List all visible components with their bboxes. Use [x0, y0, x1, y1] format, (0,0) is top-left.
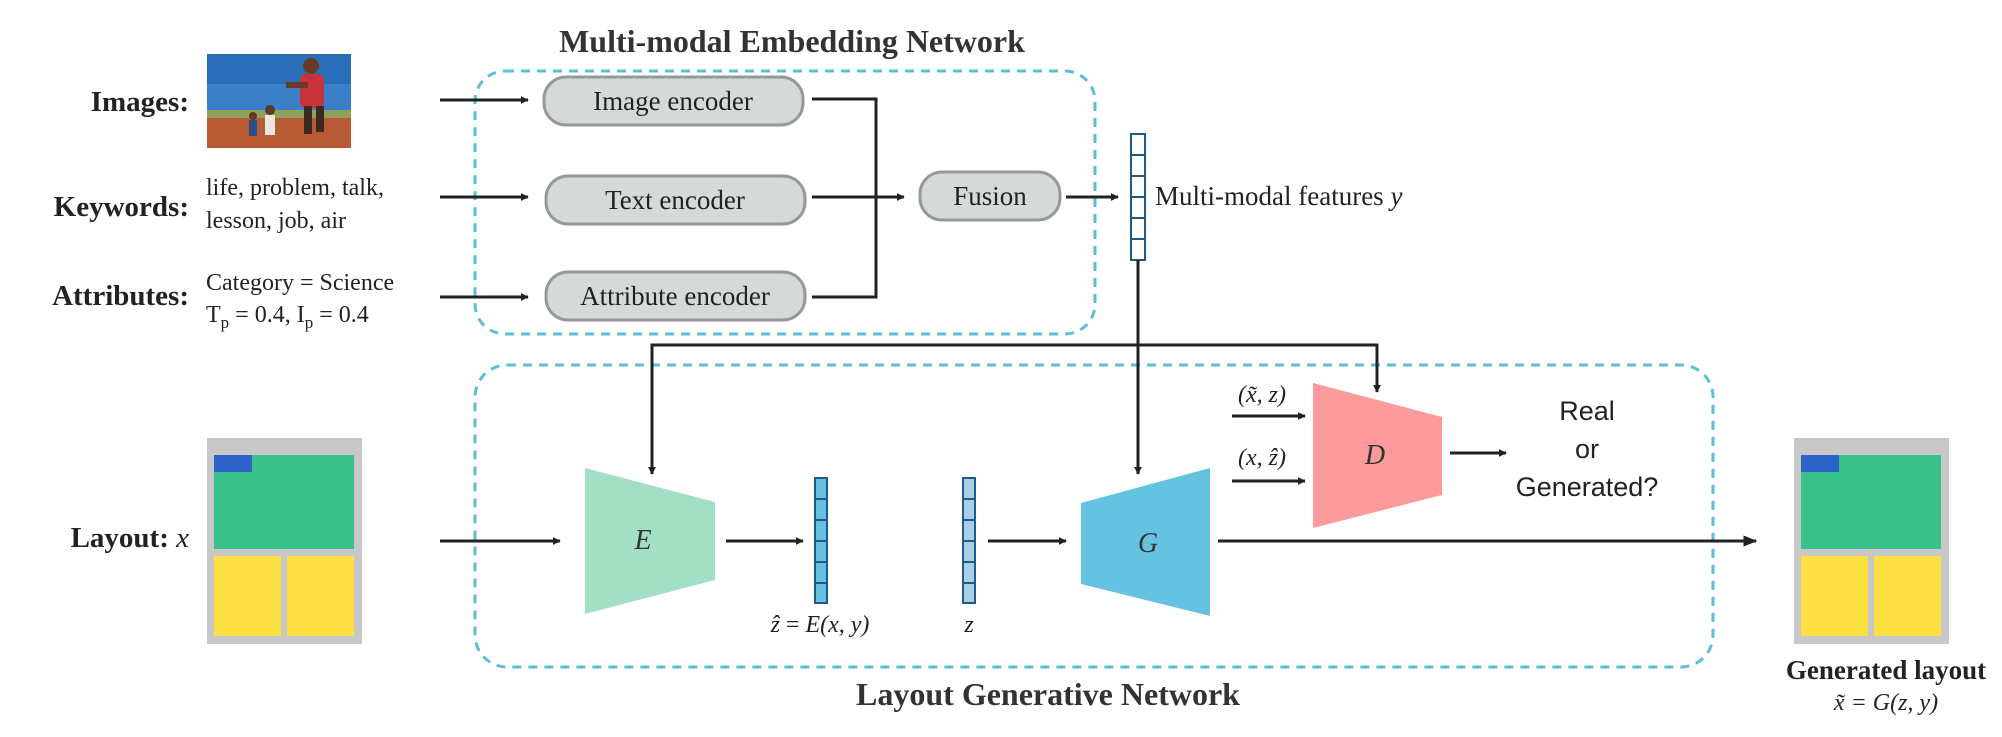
- ip-subscript: p: [305, 313, 314, 332]
- zhat-symbol: ẑ: [770, 612, 781, 638]
- zhat-caption: ẑ = E(x, y): [770, 612, 870, 638]
- output-or: or: [1575, 434, 1599, 464]
- attribute-encoder-label: Attribute encoder: [580, 281, 770, 311]
- ip-value: = 0.4: [313, 302, 369, 328]
- image-encoder-label: Image encoder: [593, 86, 753, 116]
- encoder-e-block: [585, 468, 715, 614]
- feature-vector-y: [1130, 133, 1146, 261]
- tp-letter: T: [206, 302, 221, 328]
- layout-label: Layout: x: [71, 522, 190, 554]
- generated-layout-formula: x̃ = G(z, y): [1833, 690, 1938, 716]
- attribute-category: Category = Science: [206, 270, 394, 296]
- generated-layout: [1794, 438, 1949, 644]
- embedding-network-title: Multi-modal Embedding Network: [559, 23, 1025, 59]
- fusion-module: Fusion: [918, 170, 1062, 222]
- latent-vector-zhat: [814, 477, 828, 604]
- output-real: Real: [1559, 396, 1615, 426]
- zhat-eq: =: [780, 612, 806, 638]
- input-image-thumbnail: [207, 54, 351, 148]
- generator-g-label: G: [1138, 528, 1158, 559]
- tp-value: = 0.4,: [229, 302, 297, 328]
- features-var: y: [1387, 181, 1402, 211]
- discriminator-d-label: D: [1364, 440, 1385, 471]
- keywords-line-1: life, problem, talk,: [206, 175, 384, 201]
- image-encoder-module: Image encoder: [542, 75, 805, 127]
- images-label: Images:: [91, 86, 189, 118]
- layout-var: x: [175, 522, 189, 554]
- text-encoder-module: Text encoder: [544, 174, 807, 226]
- features-label: Multi-modal features: [1155, 181, 1390, 211]
- keywords-line-2: lesson, job, air: [206, 208, 346, 234]
- discriminator-d-block: [1313, 383, 1442, 528]
- layout-label-text: Layout:: [71, 522, 177, 554]
- output-generated: Generated?: [1516, 472, 1659, 502]
- attribute-encoder-module: Attribute encoder: [544, 270, 807, 322]
- generative-network-container: [473, 363, 1715, 669]
- tp-subscript: p: [221, 313, 230, 332]
- attributes-label: Attributes:: [52, 280, 189, 312]
- text-encoder-label: Text encoder: [605, 185, 745, 215]
- fusion-label: Fusion: [953, 181, 1027, 211]
- input-layout-x: [207, 438, 362, 644]
- features-caption: Multi-modal features y: [1155, 181, 1402, 211]
- latent-vector-z: [962, 477, 976, 604]
- disc-input-real: (x, ẑ): [1238, 445, 1286, 471]
- generated-layout-title: Generated layout: [1786, 655, 1986, 685]
- generative-network-title: Layout Generative Network: [856, 676, 1240, 712]
- ip-letter: I: [297, 302, 305, 328]
- z-caption: z: [963, 612, 974, 638]
- embedding-network-container: [473, 69, 1097, 336]
- attribute-proportions: Tp = 0.4, Ip = 0.4: [206, 302, 369, 332]
- disc-input-fake: (x̃, z): [1238, 382, 1286, 408]
- encoder-e-label: E: [633, 525, 651, 556]
- generator-g-block: [1081, 468, 1210, 616]
- zhat-fn: E: [804, 612, 820, 638]
- keywords-label: Keywords:: [54, 191, 189, 223]
- zhat-args: (x, y): [820, 612, 869, 638]
